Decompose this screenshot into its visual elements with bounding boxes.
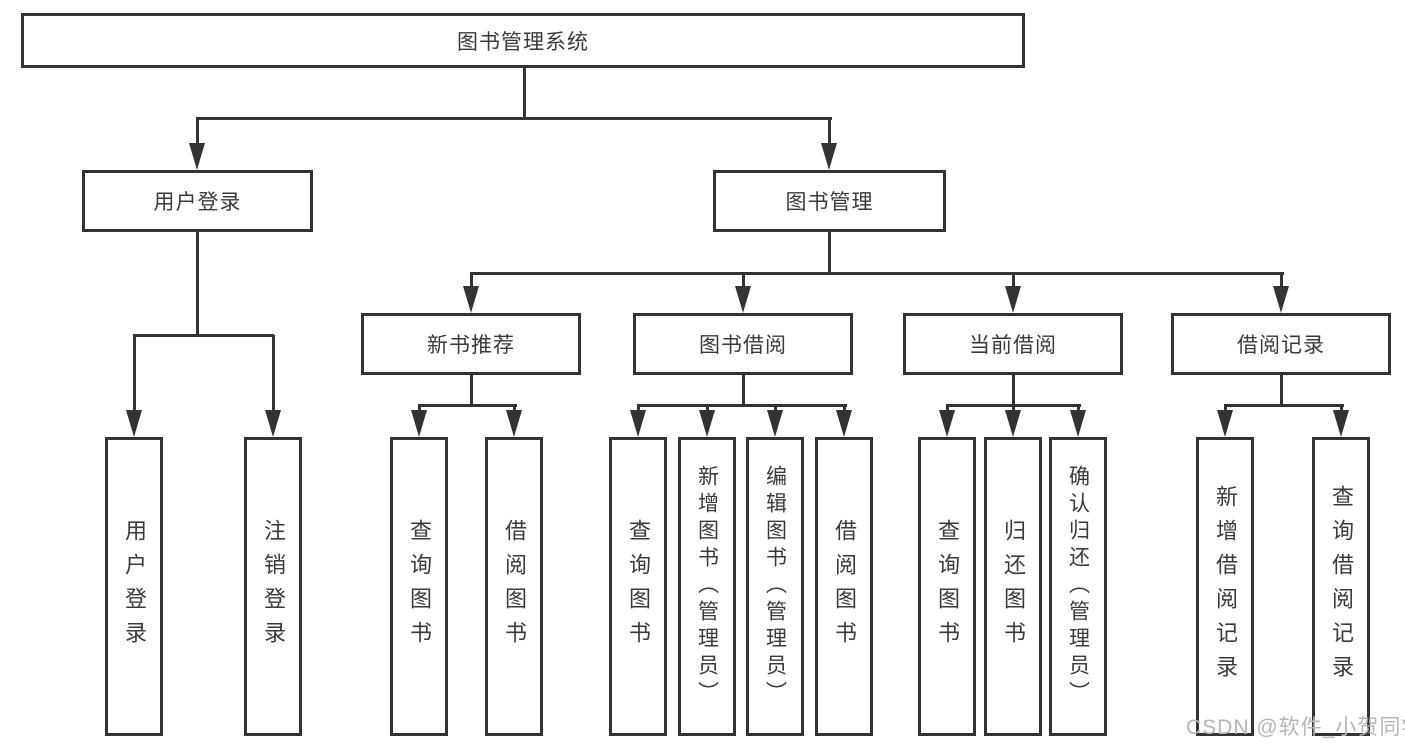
- leaf-edit-books-admin-label: 编辑图书（管理员）: [763, 465, 787, 708]
- connector-borrow-drop: [742, 375, 745, 407]
- leaf-confirm-return-admin-label: 确认归还（管理员）: [1066, 465, 1090, 708]
- connector-split-user: [133, 334, 274, 337]
- leaf-return-books-label: 归还图书: [1001, 518, 1026, 655]
- node-book-borrow-label: 图书借阅: [699, 334, 787, 357]
- arrow-down-icon: [939, 410, 955, 437]
- arrow-down-icon: [411, 410, 427, 437]
- node-borrow-records: 借阅记录: [1171, 313, 1391, 375]
- connector-split-level2: [196, 117, 832, 120]
- connector-recommend-drop: [470, 375, 473, 407]
- leaf-query-books-current: 查询图书: [918, 437, 976, 736]
- leaf-return-books: 归还图书: [984, 437, 1042, 736]
- node-book-management: 图书管理: [713, 170, 946, 232]
- leaf-user-login: 用户登录: [105, 437, 163, 736]
- arrow-down-icon: [735, 286, 751, 313]
- node-user-login-label: 用户登录: [153, 191, 242, 214]
- leaf-edit-books-admin: 编辑图书（管理员）: [746, 437, 804, 736]
- leaf-logout: 注销登录: [244, 437, 302, 736]
- csdn-watermark: CSDN @软件_小贺同学: [1186, 716, 1405, 739]
- arrow-down-icon: [1005, 410, 1021, 437]
- leaf-borrow-books-label: 借阅图书: [832, 518, 857, 655]
- leaf-query-books-recommend: 查询图书: [390, 437, 448, 736]
- arrow-down-icon: [1005, 286, 1021, 313]
- leaf-confirm-return-admin: 确认归还（管理员）: [1049, 437, 1107, 736]
- arrow-down-icon: [265, 410, 281, 437]
- node-current-borrow-label: 当前借阅: [969, 334, 1057, 357]
- leaf-borrow-books-recommend: 借阅图书: [485, 437, 543, 736]
- leaf-query-books-borrow: 查询图书: [609, 437, 667, 736]
- node-user-login: 用户登录: [82, 170, 313, 232]
- leaf-logout-label: 注销登录: [261, 518, 286, 655]
- connector-arrow-stem: [272, 335, 275, 424]
- arrow-down-icon: [630, 410, 646, 437]
- node-root-label: 图书管理系统: [457, 30, 589, 54]
- connector-split-records: [1224, 404, 1344, 407]
- connector-records-drop: [1280, 375, 1283, 407]
- connector-arrow-stem: [828, 118, 831, 157]
- connector-user-drop: [196, 232, 199, 337]
- connector-arrow-stem: [196, 118, 199, 157]
- arrow-down-icon: [506, 410, 522, 437]
- connector-split-borrow: [637, 404, 847, 407]
- connector-arrow-stem: [133, 335, 136, 424]
- node-new-book-recommend-label: 新书推荐: [427, 334, 515, 357]
- leaf-add-borrow-record-label: 新增借阅记录: [1213, 484, 1238, 689]
- leaf-query-borrow-record: 查询借阅记录: [1312, 437, 1370, 736]
- connector-current-drop: [1012, 375, 1015, 407]
- arrow-down-icon: [1217, 410, 1233, 437]
- arrow-down-icon: [699, 410, 715, 437]
- arrow-down-icon: [821, 143, 837, 170]
- node-current-borrow: 当前借阅: [903, 313, 1123, 375]
- node-borrow-records-label: 借阅记录: [1237, 334, 1325, 357]
- arrow-down-icon: [836, 410, 852, 437]
- leaf-borrow-books: 借阅图书: [815, 437, 873, 736]
- node-new-book-recommend: 新书推荐: [361, 313, 581, 375]
- arrow-down-icon: [1273, 286, 1289, 313]
- connector-split-level3: [470, 272, 1284, 275]
- arrow-down-icon: [767, 410, 783, 437]
- leaf-add-borrow-record: 新增借阅记录: [1196, 437, 1254, 736]
- leaf-add-books-admin-label: 新增图书（管理员）: [695, 465, 719, 708]
- node-root: 图书管理系统: [21, 13, 1025, 68]
- arrow-down-icon: [463, 286, 479, 313]
- arrow-down-icon: [1070, 410, 1086, 437]
- connector-root-drop: [523, 68, 526, 120]
- leaf-user-login-label: 用户登录: [122, 518, 147, 655]
- arrow-down-icon: [1333, 410, 1349, 437]
- arrow-down-icon: [126, 410, 142, 437]
- node-book-borrow: 图书借阅: [633, 313, 853, 375]
- leaf-add-books-admin: 新增图书（管理员）: [678, 437, 736, 736]
- leaf-borrow-books-recommend-label: 借阅图书: [502, 518, 527, 655]
- leaf-query-books-borrow-label: 查询图书: [626, 518, 651, 655]
- node-book-management-label: 图书管理: [785, 191, 874, 214]
- connector-split-recommend: [418, 404, 517, 407]
- leaf-query-books-current-label: 查询图书: [935, 518, 960, 655]
- connector-bookmgmt-drop: [828, 232, 831, 275]
- arrow-down-icon: [189, 143, 205, 170]
- leaf-query-books-recommend-label: 查询图书: [407, 518, 432, 655]
- leaf-query-borrow-record-label: 查询借阅记录: [1329, 484, 1354, 689]
